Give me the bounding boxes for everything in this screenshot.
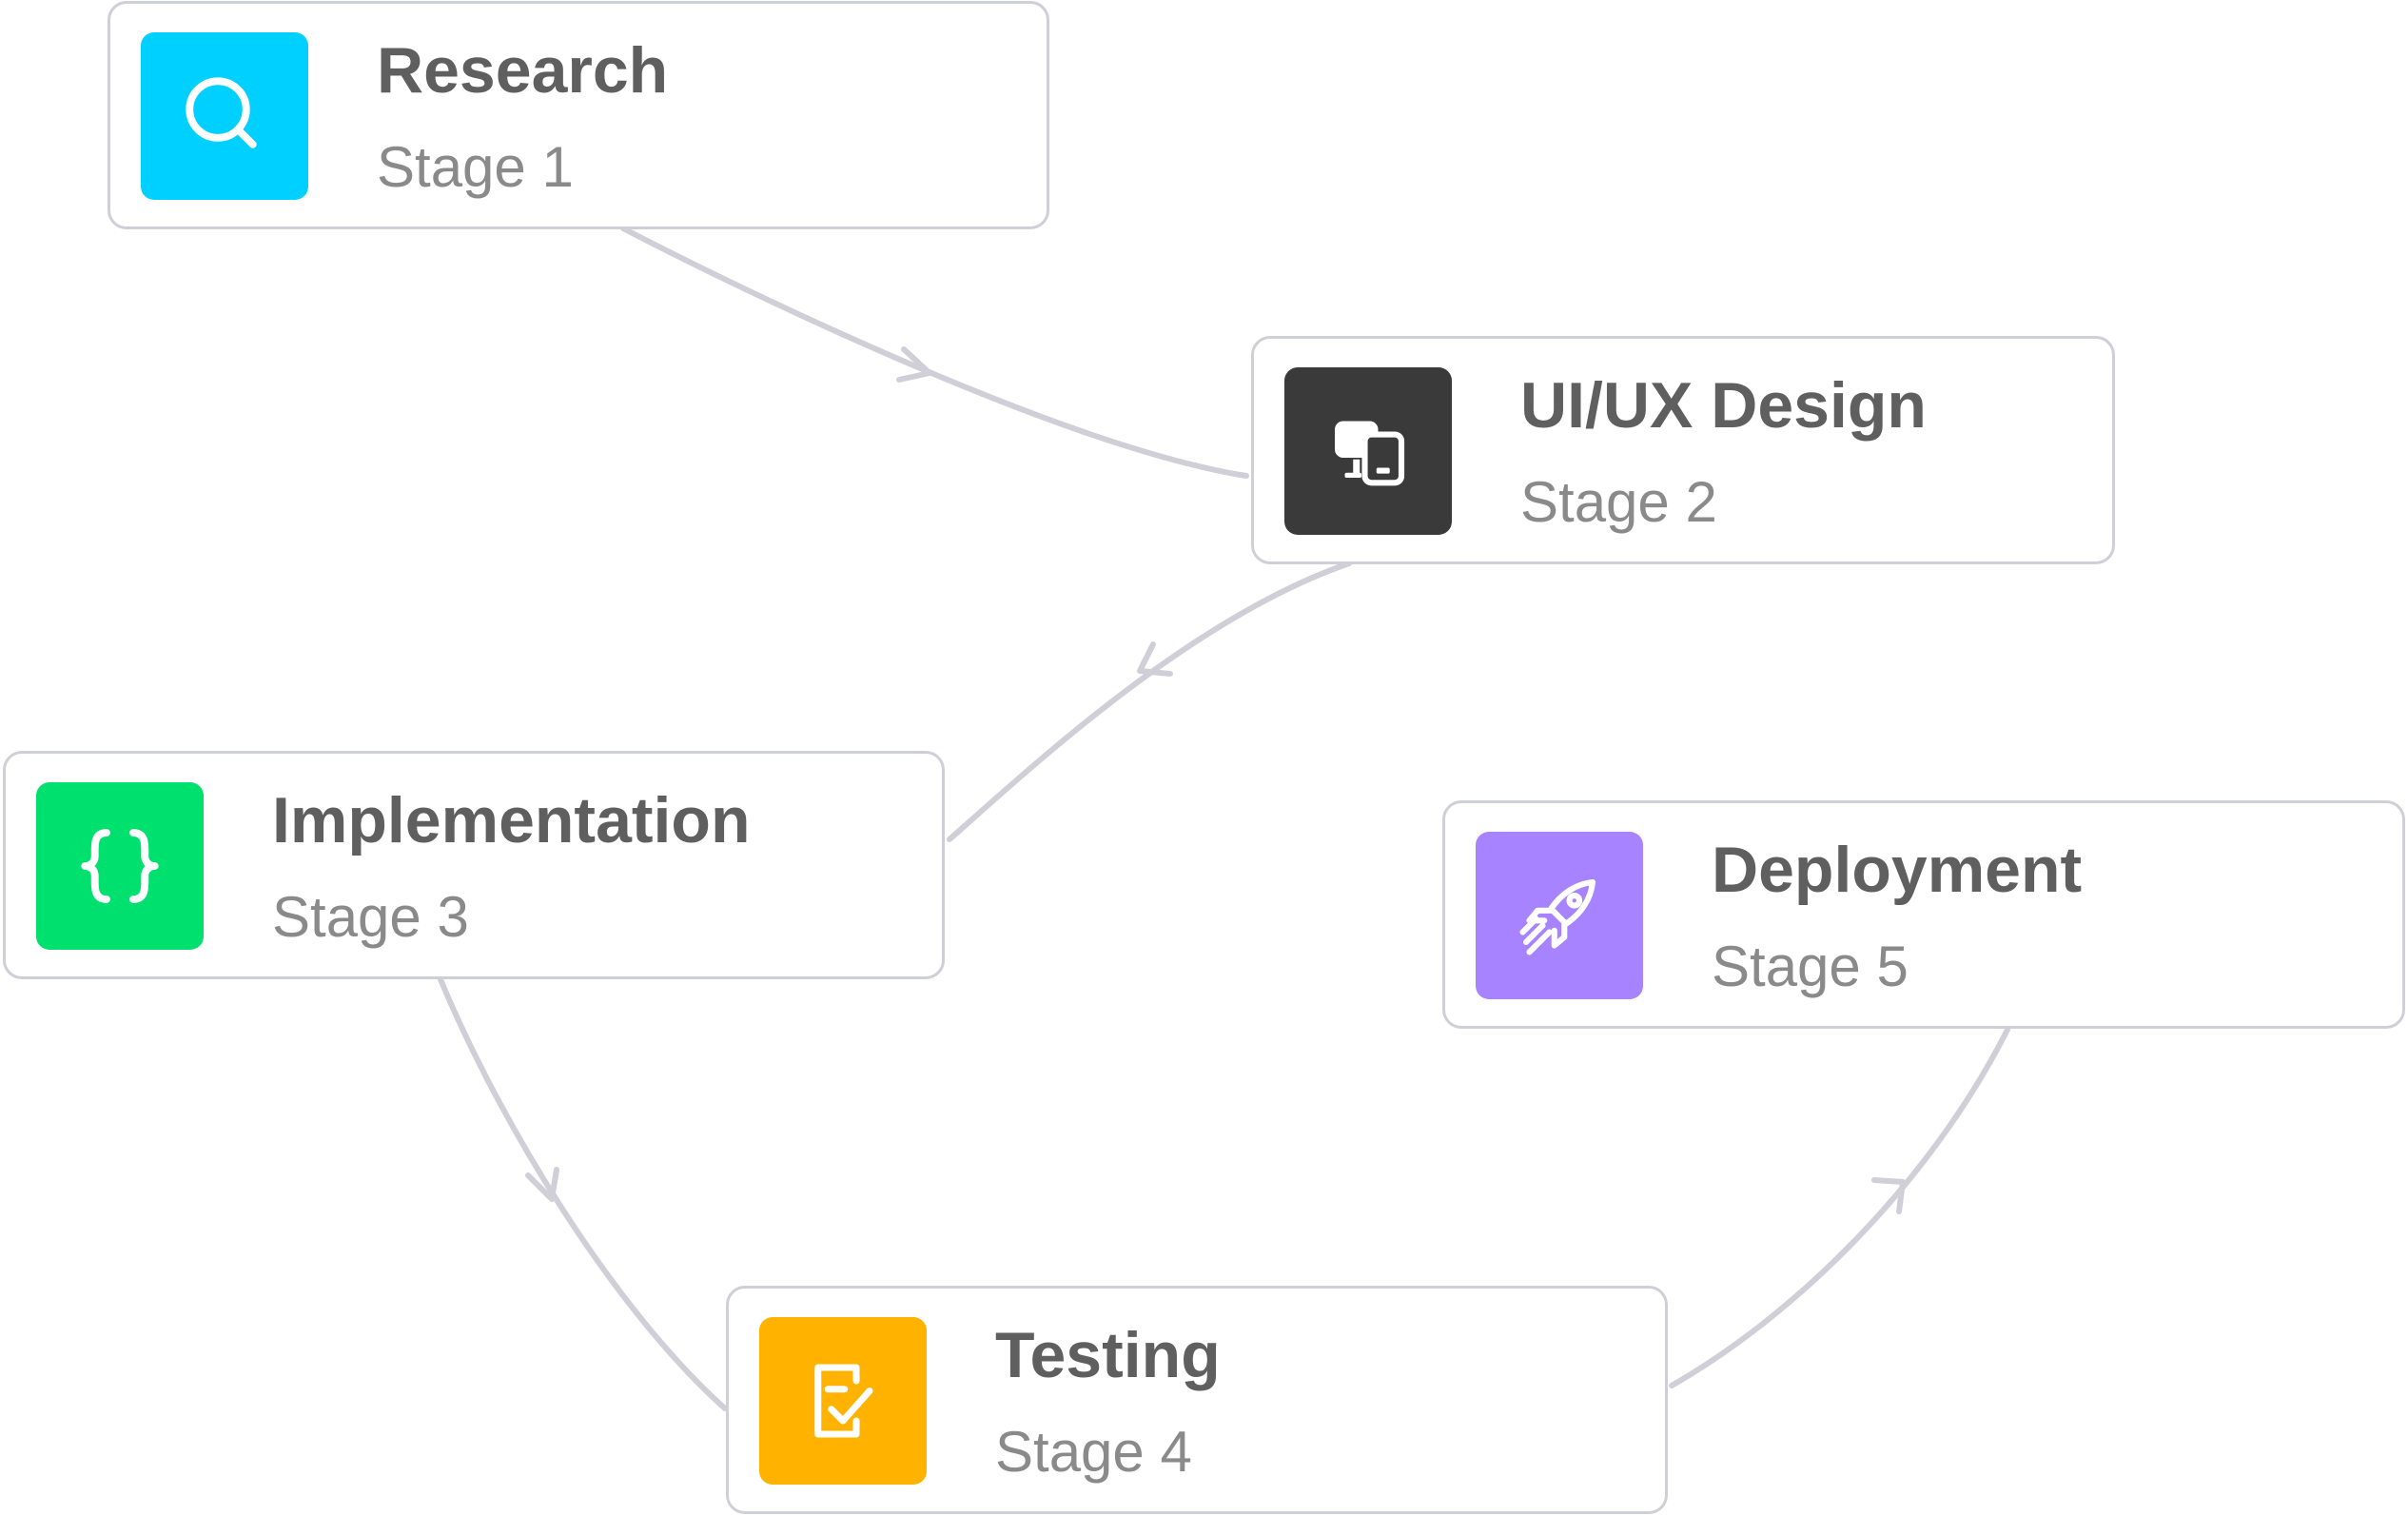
connector-testing-to-deployment (1669, 1027, 2010, 1388)
stage-icon-box-deployment (1476, 832, 1643, 999)
stage-card-research[interactable]: Research Stage 1 (108, 1, 1049, 229)
stage-subtitle: Stage 3 (272, 885, 469, 949)
devices-icon (1335, 421, 1405, 486)
stage-title: Deployment (1712, 834, 2083, 906)
stage-icon-box-research (141, 32, 308, 200)
stage-card-testing[interactable]: Testing Stage 4 (726, 1286, 1668, 1514)
connector-design-to-implementation (947, 561, 1352, 842)
stage-subtitle: Stage 4 (995, 1420, 1192, 1484)
stage-subtitle: Stage 5 (1712, 935, 1909, 998)
stage-card-implementation[interactable]: Implementation Stage 3 (3, 751, 945, 979)
stage-title: Implementation (272, 784, 751, 856)
stage-subtitle: Stage 2 (1520, 470, 1717, 534)
connector-research-to-design (620, 226, 1249, 479)
stage-subtitle: Stage 1 (377, 135, 574, 199)
stage-card-deployment[interactable]: Deployment Stage 5 (1442, 800, 2405, 1029)
stage-icon-box-design (1284, 367, 1452, 535)
code-braces-icon (81, 829, 159, 903)
stage-icon-box-implementation (36, 782, 204, 950)
stage-title: Research (377, 34, 669, 107)
connector-arrow-research-to-design (896, 346, 932, 383)
stage-card-design[interactable]: UI/UX Design Stage 2 (1251, 336, 2115, 564)
checklist-icon (814, 1364, 873, 1438)
stage-icon-box-testing (759, 1317, 927, 1485)
connector-implementation-to-testing (437, 975, 728, 1411)
stage-title: UI/UX Design (1520, 369, 1927, 442)
connector-arrow-design-to-implementation (1137, 641, 1173, 677)
connector-arrow-implementation-to-testing (525, 1167, 559, 1202)
rocket-icon (1519, 878, 1596, 955)
connector-arrow-testing-to-deployment (1871, 1177, 1906, 1214)
search-icon (186, 77, 257, 148)
stage-title: Testing (995, 1319, 1221, 1391)
